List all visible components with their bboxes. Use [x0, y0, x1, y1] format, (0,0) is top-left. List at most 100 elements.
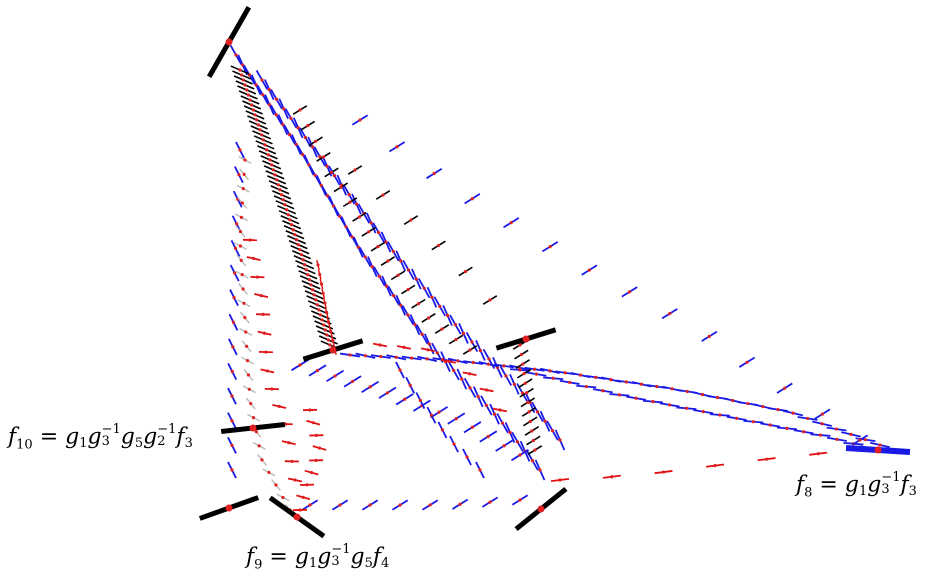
- label-symbol: g: [120, 424, 135, 450]
- blue-glyph-sparse-dot: [358, 118, 362, 122]
- blue-glyph-mid-dot: [368, 385, 372, 389]
- label-scripts: 3: [908, 484, 917, 499]
- blue-glyph-long2-dot: [718, 413, 722, 417]
- blue-glyph-long-dot: [849, 432, 853, 436]
- blue-glyph-b-dot: [289, 116, 293, 120]
- frame-top-left-dot: [225, 38, 233, 46]
- red-glyph-cluster-dot: [301, 495, 305, 499]
- black-glyph-diag-dot: [329, 170, 334, 175]
- black-glyph-right-dot: [518, 343, 522, 347]
- black-glyph-column-dot: [278, 188, 282, 192]
- blue-glyph-a-dot: [435, 351, 439, 355]
- black-glyph-column-dot: [263, 143, 267, 147]
- blue-glyph-left-dot: [230, 394, 234, 398]
- black-glyph-diag-dot: [406, 287, 410, 292]
- red-glyph-column-dot: [329, 329, 333, 333]
- blue-glyph-b-dot: [376, 230, 381, 235]
- label-equals: =: [32, 424, 66, 450]
- black-glyph-column-dot: [296, 243, 300, 247]
- blue-glyph-mid-dot: [298, 363, 302, 367]
- red-glyph-left-dot: [264, 350, 268, 354]
- blue-glyph-left-dot: [235, 222, 239, 226]
- blue-glyph-long-dot: [456, 359, 460, 363]
- grey-glyph-dot: [246, 373, 251, 377]
- blue-glyph-a-dot: [515, 440, 520, 444]
- blue-glyph-mid-dot: [486, 434, 490, 439]
- black-glyph-diag-dot: [468, 348, 472, 352]
- blue-glyph-sparse-dot: [627, 290, 632, 294]
- blue-glyph-b-dot: [453, 323, 457, 327]
- blue-glyph-mid-dot: [518, 453, 522, 457]
- label-scripts: 1: [308, 556, 318, 571]
- black-glyph-column-dot: [312, 293, 316, 297]
- red-glyph-cluster-dot: [314, 458, 318, 462]
- black-glyph-column-dot: [323, 328, 327, 332]
- blue-glyph-bottom-dot: [518, 498, 522, 502]
- frame-center-dot: [329, 346, 337, 354]
- blue-glyph-a-dot: [363, 255, 367, 259]
- red-glyph-mid-dot: [498, 408, 502, 412]
- red-glyph-cluster-dot: [314, 433, 318, 437]
- black-glyph-column-dot: [256, 123, 260, 127]
- red-glyph-left-dot: [261, 312, 265, 316]
- black-glyph-column-dot: [240, 73, 244, 77]
- blue-glyph-a-dot: [427, 342, 431, 346]
- black-glyph-column-dot: [291, 228, 295, 232]
- blue-glyph-mid-dot: [470, 425, 475, 429]
- blue-glyph-b-dot: [347, 193, 351, 197]
- blue-glyph-long2-dot: [835, 437, 839, 442]
- black-glyph-column-dot: [273, 173, 277, 177]
- red-glyph-mid-dot: [467, 372, 472, 376]
- black-glyph-column-dot: [294, 238, 299, 242]
- black-glyph-column-dot: [271, 168, 275, 172]
- black-glyph-column-dot: [238, 68, 242, 72]
- black-glyph-column-dot: [246, 93, 250, 97]
- blue-glyph-mid-dot: [315, 368, 320, 373]
- frame-bottom-right-dot: [537, 505, 545, 513]
- grey-glyph-dot: [254, 430, 258, 434]
- blue-glyph-b-dot: [438, 304, 442, 309]
- blue-glyph-b-dot: [332, 174, 337, 178]
- blue-glyph-mid-dot: [350, 379, 355, 384]
- blue-glyph-b-dot: [391, 249, 395, 254]
- blue-glyph-bottom-dot: [398, 503, 402, 507]
- blue-glyph-b-dot: [430, 295, 434, 299]
- blue-glyph-b-dot: [543, 419, 547, 423]
- grey-glyph-dot: [251, 416, 256, 420]
- red-glyph-column-dot: [321, 291, 325, 296]
- blue-glyph-a-dot: [538, 468, 542, 472]
- blue-glyph-b-dot: [318, 154, 322, 159]
- black-glyph-column-dot: [253, 113, 257, 117]
- blue-glyph-mid-dot: [502, 444, 506, 448]
- grey-glyph-dot: [241, 187, 245, 191]
- grey-glyph-dot: [244, 330, 248, 334]
- blue-glyph-long-dot: [655, 384, 659, 389]
- black-glyph-right-dot: [524, 391, 529, 395]
- blue-glyph-long-dot: [700, 392, 704, 397]
- blue-glyph-a-dot: [399, 303, 403, 307]
- blue-glyph-a-dot: [325, 194, 330, 198]
- blue-glyph-a-dot: [406, 313, 410, 317]
- black-glyph-diag-dot: [321, 155, 326, 159]
- blue-glyph-long2-dot: [651, 399, 655, 404]
- blue-glyph-long-dot: [609, 378, 613, 382]
- red-glyph-column-dot: [323, 301, 327, 305]
- blue-glyph-sparse-dot: [509, 221, 513, 225]
- frame-f10-dot: [249, 424, 257, 432]
- grey-glyph-dot: [242, 301, 246, 305]
- red-glyph-column-dot: [318, 272, 322, 277]
- grey-glyph-dot: [260, 458, 264, 462]
- black-glyph-column-dot: [258, 128, 262, 132]
- blue-glyph-long-dot: [776, 408, 780, 412]
- label-symbol: g: [294, 544, 309, 570]
- blue-glyph-long-dot: [363, 354, 368, 358]
- grey-glyph-dot: [242, 172, 246, 176]
- blue-glyph-long-dot: [878, 443, 882, 447]
- grey-glyph-dot: [239, 215, 244, 219]
- grey-glyph-dot: [274, 483, 278, 487]
- label-symbol: f: [176, 424, 185, 450]
- blue-glyph-left-dot: [233, 271, 237, 275]
- red-glyph-bottom-right-dot: [610, 475, 614, 479]
